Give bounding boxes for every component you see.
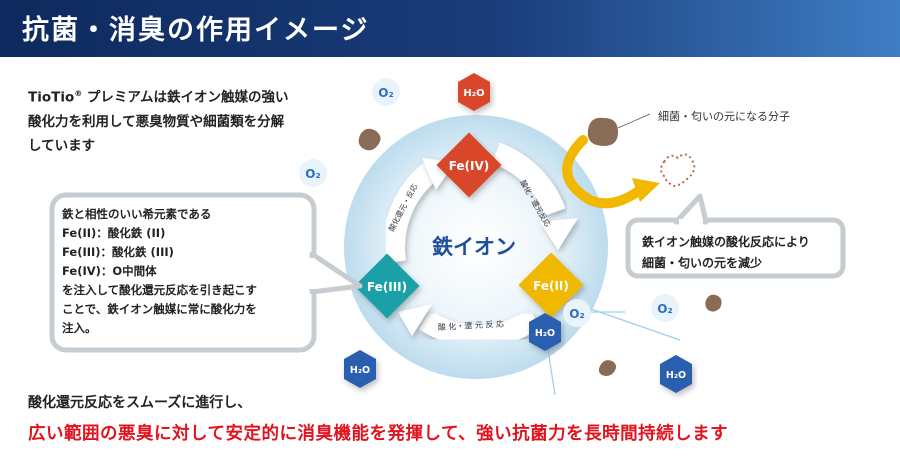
h2o-hex-mid [529, 313, 561, 351]
header-bar: 抗菌・消臭の作用イメージ [0, 0, 900, 57]
intro-line2: 酸化力を利用して悪臭物質や細菌類を分解 [28, 113, 285, 130]
callout-left-line4: Fe(IV)：O中間体 [62, 264, 157, 278]
callout-right-tail [673, 193, 709, 225]
callout-left-text: 鉄と相性のいい希元素である Fe(II)：酸化鉄 (II) Fe(III)：酸化… [62, 205, 304, 338]
h2o-label-mid: H₂O [535, 328, 555, 339]
registered-mark: ® [74, 89, 83, 98]
decomposed-molecule [660, 153, 696, 188]
h2o-hex-top [458, 73, 490, 111]
callout-left-line3: Fe(III)：酸化鉄 (III) [62, 245, 174, 259]
arc-label-bottom: 酸 化・還 元 反 応 [438, 319, 505, 332]
arc-arrow-left [382, 161, 439, 264]
fe2-label: Fe(II) [533, 279, 569, 293]
h2o-hex-bottom-left [344, 350, 376, 388]
o2-circle-mid [563, 299, 591, 327]
fe4-label: Fe(IV) [449, 159, 490, 173]
o2-circle-right [651, 294, 679, 322]
page-title: 抗菌・消臭の作用イメージ [22, 15, 370, 46]
intro-line3: しています [28, 137, 96, 154]
callout-right-line1: 鉄イオン触媒の酸化反応により [642, 235, 810, 249]
callout-right-line2: 細菌・匂いの元を減少 [642, 256, 763, 270]
molecule-label: 細菌・匂いの元になる分子 [658, 110, 790, 123]
callout-right-box [625, 217, 846, 279]
h2o-hex-bottom-right [660, 355, 692, 393]
o2-circle-top [372, 78, 400, 106]
odor-molecule-1 [358, 128, 381, 151]
fe2-diamond [518, 252, 584, 318]
h2o-label-bottom-left: H₂O [350, 365, 370, 376]
o2-circle-left [299, 159, 327, 187]
intro-line1-a: TioTio [28, 89, 75, 106]
arc-arrowhead-top-right [540, 218, 578, 250]
o2-label-left: O₂ [305, 167, 320, 181]
callout-left-line7: 注入。 [62, 321, 97, 335]
callout-left-line5: を注入して酸化還元反応を引き起こす [62, 283, 257, 297]
intro-text: TioTio® プレミアムは鉄イオン触媒の強い 酸化力を利用して悪臭物質や細菌類… [28, 82, 418, 158]
callout-left-line2: Fe(II)：酸化鉄 (II) [62, 226, 166, 240]
fe4-diamond [436, 132, 502, 198]
o2-label-mid: O₂ [569, 307, 584, 321]
h2o-label-bottom-right: H₂O [666, 370, 686, 381]
arc-arrow-bottom [418, 308, 542, 347]
bottom-line1: 酸化還元反応をスムーズに進行し、 [28, 395, 252, 411]
bottom-line2-highlight: 広い範囲の悪臭に対して安定的に消臭機能を発揮して、強い抗菌力を長時間持続します [28, 424, 729, 444]
odor-molecule-4 [598, 360, 617, 376]
yellow-reaction-arrow [562, 135, 645, 209]
intro-line1-b: プレミアムは鉄イオン触媒の強い [82, 89, 289, 106]
fe3-diamond [354, 253, 420, 319]
odor-molecule-3 [705, 294, 722, 312]
center-label: 鉄イオン [432, 235, 516, 259]
odor-molecule-2 [587, 117, 618, 146]
arc-arrow-top-right [491, 142, 566, 217]
yellow-arrowhead [632, 178, 660, 202]
callout-left-line6: ことで、鉄イオン触媒に常に酸化力を [62, 302, 257, 316]
h2o-label-top: H₂O [463, 88, 484, 99]
arc-arrowhead-bottom [398, 304, 432, 336]
fe3-label: Fe(III) [367, 280, 407, 294]
callout-left-line1: 鉄と相性のいい希元素である [62, 207, 212, 221]
o2-label-top: O₂ [378, 86, 393, 100]
callout-right-text: 鉄イオン触媒の酸化反応により 細菌・匂いの元を減少 [642, 232, 832, 274]
o2-label-right: O₂ [657, 302, 672, 316]
molecule-leader-line [617, 113, 651, 129]
